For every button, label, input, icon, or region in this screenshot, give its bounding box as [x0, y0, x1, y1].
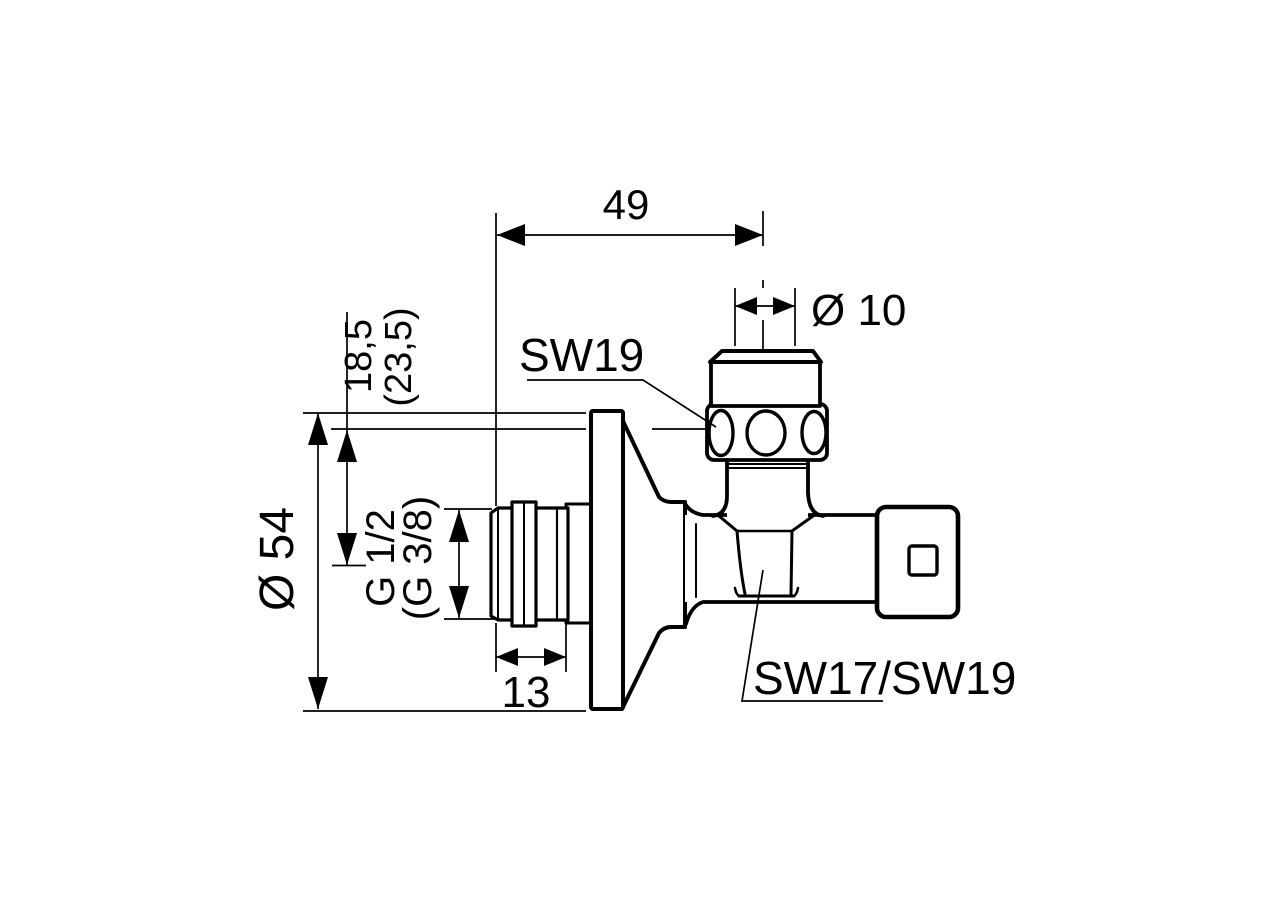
thread-groove — [564, 502, 594, 625]
dimension-layer: 49 Ø 10 SW19 — [251, 181, 1016, 717]
leader-line — [741, 569, 883, 702]
arrowhead-right-icon — [773, 297, 795, 315]
arrowhead-down-icon — [337, 533, 357, 565]
arrowhead-down-icon — [449, 586, 469, 618]
body-top-edge — [684, 503, 880, 517]
dim-offset-alt-label: (23,5) — [378, 307, 420, 406]
arrowhead-right-icon — [735, 224, 763, 246]
wall-flange — [589, 409, 625, 711]
hex-side-left — [735, 529, 747, 596]
dim-thread-label: G 1/2 — [359, 509, 403, 607]
dim-thread-alt-label: (G 3/8) — [396, 496, 440, 620]
handle-recess-right — [800, 409, 828, 456]
handle-recess-center — [745, 409, 787, 457]
arrowhead-up-icon — [449, 510, 469, 542]
hex-fill — [737, 531, 792, 594]
hex-bottom-tick — [733, 586, 741, 598]
outlet-square-hole — [907, 544, 939, 577]
handle-recess-left — [707, 408, 735, 458]
arrowhead-down-icon — [308, 677, 328, 709]
hex-bottom-tick — [792, 586, 800, 598]
neck-left-edge — [711, 450, 729, 518]
body-bottom-edge — [684, 600, 880, 626]
hex-side-right — [789, 529, 794, 596]
dimension-thread-length: 13 — [495, 623, 567, 717]
hex-shoulder-right — [790, 514, 815, 533]
arrowhead-left-icon — [496, 648, 518, 666]
dimension-thread-size: G 1/2 (G 3/8) — [359, 496, 500, 620]
arrowhead-up-icon — [308, 413, 328, 445]
label-body-wrench-size: SW17/SW19 — [753, 652, 1016, 704]
arrowhead-right-icon — [544, 648, 566, 666]
dimension-offset: 18,5 (23,5) — [303, 307, 708, 567]
arrowhead-up-icon — [337, 430, 357, 462]
arrowhead-left-icon — [735, 297, 757, 315]
dim-width-label: 49 — [603, 181, 650, 228]
label-body-wrench: SW17/SW19 — [741, 569, 1016, 704]
dim-pipe-diameter-label: Ø 10 — [811, 286, 906, 335]
label-handle-wrench: SW19 — [519, 329, 717, 428]
dimension-pipe-diameter: Ø 10 — [734, 286, 906, 346]
valve-part — [489, 349, 961, 711]
arrowhead-left-icon — [497, 224, 525, 246]
leader-line — [527, 379, 717, 428]
handle-cap — [708, 349, 823, 364]
dim-offset-label: 18,5 — [338, 319, 380, 393]
dimension-49: 49 — [495, 181, 764, 506]
label-handle-wrench-size: SW19 — [519, 329, 644, 381]
neck-right-edge — [806, 450, 825, 518]
dim-flange-diameter-label: Ø 54 — [251, 507, 304, 611]
hex-shoulder-left — [717, 514, 739, 533]
dim-thread-length-label: 13 — [502, 668, 551, 717]
flange-cone — [620, 417, 687, 711]
handle-bonnet — [709, 360, 822, 408]
dimension-flange-diameter: Ø 54 — [251, 413, 586, 712]
